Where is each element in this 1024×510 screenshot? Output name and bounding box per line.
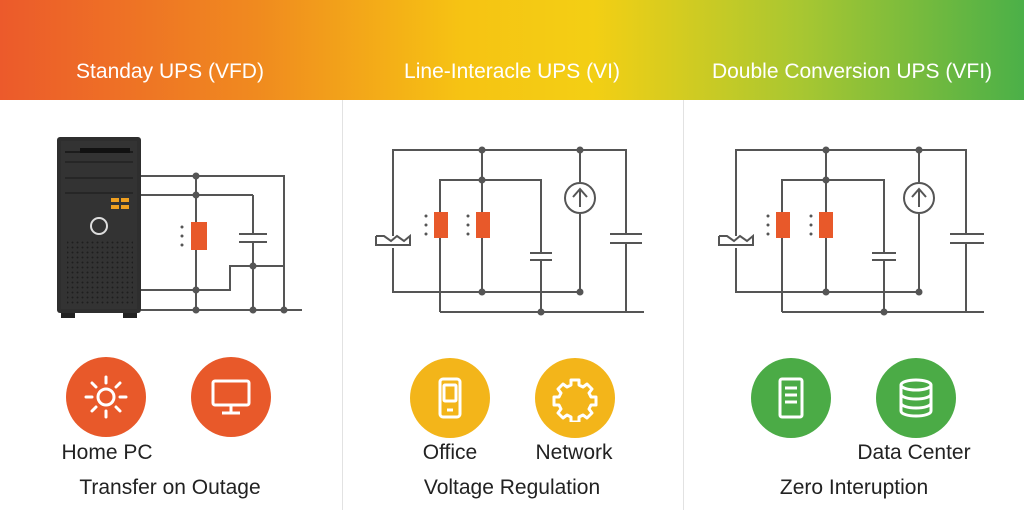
home-pc-label: Home PC <box>61 441 153 464</box>
phone-icon <box>410 358 490 438</box>
header-banner <box>0 0 1024 100</box>
line-interactive-resistors <box>424 212 490 238</box>
sun-icon <box>66 357 146 437</box>
double-conversion-resistors <box>766 212 833 238</box>
network-gear-icon <box>535 358 615 438</box>
double-conversion-circuit <box>718 149 984 313</box>
double-conversion-ups-title: Double Conversion UPS (VFI) <box>711 60 993 83</box>
standby-circuit <box>141 175 302 311</box>
content-area <box>0 100 1024 510</box>
circuit-diagrams <box>57 137 984 318</box>
voltage-regulation-caption: Voltage Regulation <box>423 476 601 499</box>
double-conversion-junctions <box>822 146 923 316</box>
network-label: Network <box>535 441 613 464</box>
office-label: Office <box>422 441 478 464</box>
line-interactive-ups-title: Line-Interacle UPS (VI) <box>404 60 620 83</box>
standby-resistor <box>180 222 207 250</box>
pc-tower-icon <box>57 137 141 318</box>
data-center-label: Data Center <box>857 441 971 464</box>
column-divider-2 <box>683 100 684 510</box>
database-icon <box>876 358 956 438</box>
transfer-on-outage-caption: Transfer on Outage <box>79 476 261 499</box>
standby-junctions <box>192 172 288 314</box>
zero-interruption-caption: Zero Interuption <box>779 476 929 499</box>
standby-ups-title: Standay UPS (VFD) <box>76 60 264 83</box>
column-divider-1 <box>342 100 343 510</box>
line-interactive-junctions <box>478 146 584 316</box>
server-icon <box>751 358 831 438</box>
line-interactive-circuit <box>375 149 644 313</box>
monitor-icon <box>191 357 271 437</box>
